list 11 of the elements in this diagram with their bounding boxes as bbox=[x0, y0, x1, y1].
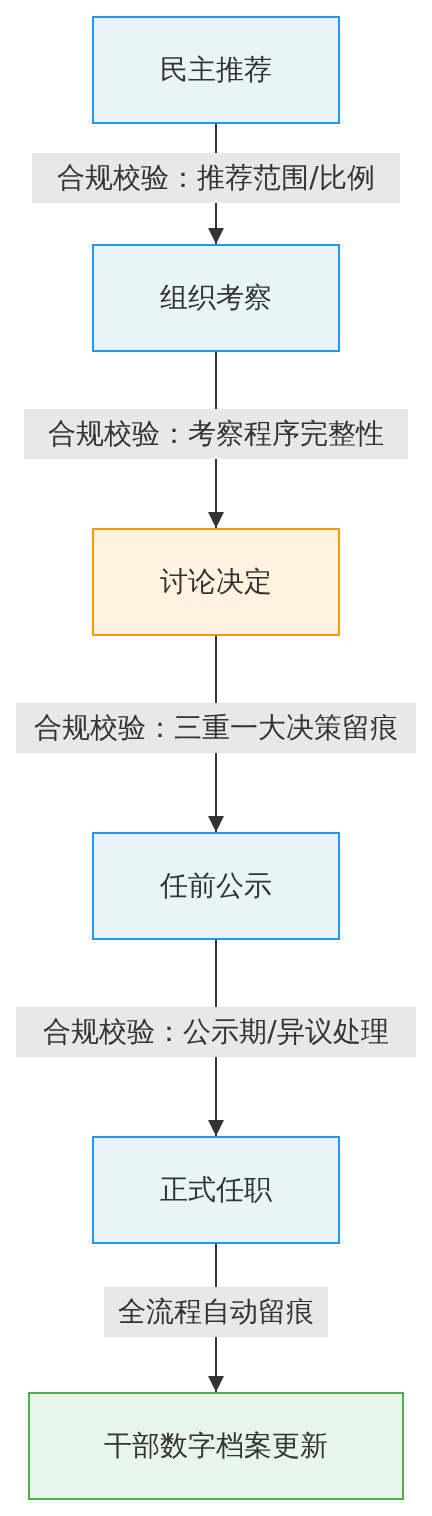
process-box: 民主推荐 bbox=[92, 16, 340, 124]
edge-label: 合规校验：推荐范围/比例 bbox=[32, 153, 400, 203]
edge-label: 合规校验：考察程序完整性 bbox=[24, 409, 408, 459]
process-box: 讨论决定 bbox=[92, 528, 340, 636]
process-box: 组织考察 bbox=[92, 244, 340, 352]
process-box: 任前公示 bbox=[92, 832, 340, 940]
process-box: 干部数字档案更新 bbox=[28, 1392, 404, 1500]
edge-label: 全流程自动留痕 bbox=[104, 1287, 328, 1337]
edge-label: 合规校验：三重一大决策留痕 bbox=[16, 703, 416, 753]
process-box: 正式任职 bbox=[92, 1136, 340, 1244]
edge-label: 合规校验：公示期/异议处理 bbox=[16, 1007, 416, 1057]
